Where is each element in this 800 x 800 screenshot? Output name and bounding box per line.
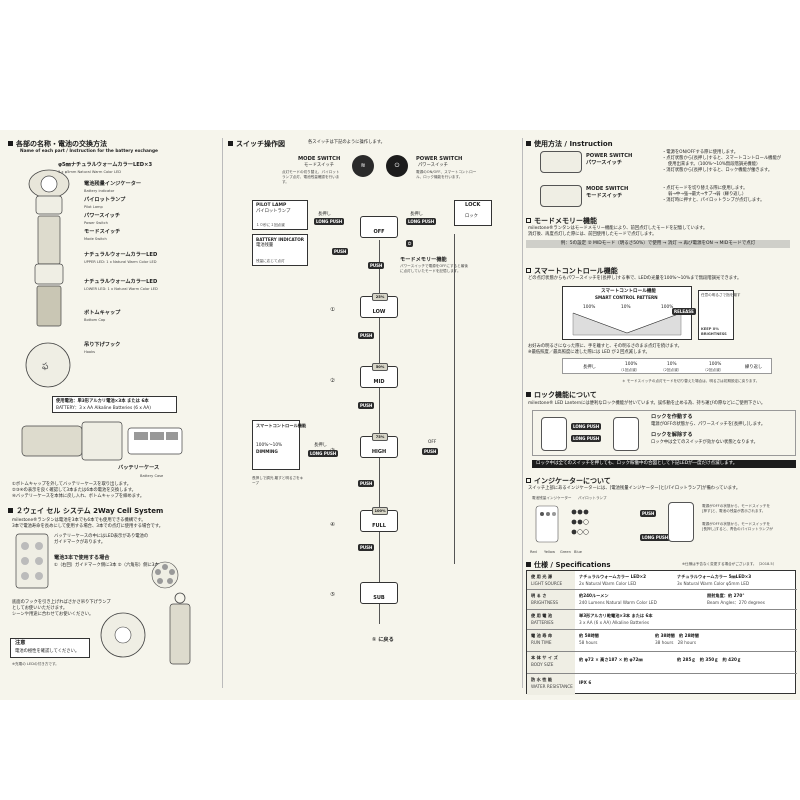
- power-switch-heading: POWER SWITCH: [586, 153, 633, 159]
- power-switch-title: POWER SWITCH: [416, 156, 463, 162]
- parts-section-subtitle: Name of each part / Instruction for the …: [20, 149, 158, 154]
- mode-switch-illustration: [540, 185, 582, 207]
- hexagon-guide-icon: [151, 561, 179, 589]
- indicator-title: インジケーターについて: [526, 476, 611, 486]
- battery-step: ②③④の表示を良く確認して3本または6本の電池を交換します。: [12, 488, 136, 493]
- lantern-indicator-illustration: [668, 502, 694, 542]
- usage-title: 使用方法 / Instruction: [526, 139, 613, 149]
- push-vertical-label: PUSH: [368, 262, 385, 269]
- switch-diagram-column: スイッチ操作図 各スイッチは下記のように操作します。 MODE SWITCH モ…: [222, 130, 522, 700]
- push-label: PUSH: [358, 402, 375, 409]
- mode-mid: 50%MID: [360, 363, 398, 388]
- mode-full: 100%FULL: [360, 507, 398, 532]
- part-label: ナチュラルウォームカラーLED: [84, 252, 158, 258]
- mode-low: 25%LOW: [360, 293, 398, 318]
- memory-title: モードメモリー機能: [526, 216, 597, 226]
- part-label: モードスイッチ: [84, 229, 121, 235]
- smart-sequence: 長押し 100% （1回点滅） 10% （2回点滅） 100% （2回点滅） 繰…: [562, 358, 772, 374]
- mode-flow-line: [379, 240, 380, 624]
- pilot-lamp-box: PILOT LAMP パイロットランプ １０秒に１回点滅: [252, 200, 308, 230]
- lock-warning-bar: ロック中は全てのスイッチを押しても、ロック稼働中の合図として下記LEDが一度だけ…: [532, 460, 796, 468]
- hook-description: 底面のフックを引き上げればさかさ吊り下げランプ: [12, 600, 111, 605]
- usage-column: 使用方法 / Instruction POWER SWITCH パワースイッチ …: [522, 130, 800, 700]
- battery-guide-illustration: [15, 533, 49, 589]
- part-label: 吊り下げフック: [84, 342, 121, 348]
- twoway-title: ２ウェイ セル システム 2Way Cell System: [8, 506, 163, 516]
- push-power-label: ⏻: [406, 240, 414, 247]
- release-label: RELEASE: [672, 308, 696, 315]
- part-label: パワースイッチ: [84, 213, 121, 219]
- mode-switch-heading: MODE SWITCH: [586, 186, 629, 192]
- hanging-lantern-illustration: [169, 592, 191, 665]
- part-label: ナチュラルウォームカラーLED: [84, 279, 158, 285]
- mode-memory-title: モードメモリー機能: [400, 257, 447, 263]
- power-switch-illustration: [540, 151, 582, 173]
- mode-high: 75%HIGH: [360, 433, 398, 458]
- lantern-illustration: [28, 169, 70, 327]
- switch-section-title: スイッチ操作図: [228, 139, 285, 149]
- push-label: PUSH: [358, 544, 375, 551]
- hook-detail-illustration: [100, 612, 146, 658]
- battery-spec-box: 使用電池：単3形アルカリ電池×3本 または 6本 BATTERY：3 x AA …: [52, 396, 177, 413]
- lantern-unlock-illustration: [613, 417, 639, 451]
- parts-section-title: 各部の名称・電池の交換方法: [8, 139, 107, 149]
- push-label: PUSH: [358, 332, 375, 339]
- lantern-lock-illustration: [541, 417, 567, 451]
- keep-brightness-box: 任意の明るさで指を離す KEEP X% BRIGHTNESS: [698, 290, 741, 340]
- mode-switch-icon: ≋: [352, 155, 374, 177]
- long-push-dimming-label: LONG PUSH: [308, 450, 339, 457]
- column-divider: [522, 138, 523, 688]
- lock-title: ロック機能について: [526, 390, 597, 400]
- lock-box: LOCK ロック: [454, 200, 492, 226]
- part-label: ボトムキャップ: [84, 310, 121, 316]
- smart-pattern-graph: [572, 312, 682, 336]
- battery-indicator-box: BATTERY INDICATOR 電池残量 残量に応じて点灯: [252, 234, 308, 266]
- caution-box: 注意 電池の極性を確認してください。: [10, 638, 90, 658]
- mode-off: OFF: [360, 216, 398, 238]
- parts-column: 各部の名称・電池の交換方法 Name of each part / Instru…: [0, 130, 222, 700]
- smart-title: スマートコントロール機能: [526, 266, 618, 276]
- mode-switch-title: MODE SWITCH: [298, 156, 341, 162]
- long-push-label: LONG PUSH: [314, 218, 345, 225]
- long-push-lock-label: LONG PUSH: [406, 218, 437, 225]
- svg-text:ఫ: ఫ: [42, 362, 49, 372]
- battery-case-illustration: [21, 421, 183, 461]
- spec-title: 仕様 / Specifications: [526, 560, 611, 570]
- power-button-icon: ⏻: [386, 155, 408, 177]
- part-label: φ5㎜ナチュラルウォームカラーLED×3: [58, 162, 153, 168]
- battery-step: ④バッテリーケースを本体に戻し入れ、ボトムキャップを締めます。: [12, 494, 145, 499]
- column-divider: [222, 138, 223, 688]
- hook-illustration: ఫ: [25, 342, 71, 388]
- battery-step: ①ボトムキャップを外してバッテリーケースを取り出します。: [12, 482, 132, 487]
- off-return-line: [454, 234, 455, 564]
- push-off-label: PUSH: [422, 448, 439, 455]
- indicator-push: PUSH: [640, 510, 657, 517]
- part-label: パイロットランプ: [84, 197, 126, 203]
- indicator-long-push: LONG PUSH: [640, 534, 671, 541]
- spec-table: 使 用 光 源 LIGHT SOURCE ナチュラルウォームカラー LED×2 …: [526, 570, 797, 695]
- lock-panel: LONG PUSH LONG PUSH ロックを作動する 電源がOFFの状態から…: [532, 410, 796, 456]
- push-label: PUSH: [332, 248, 349, 255]
- memory-example-bar: 例：5の設定 ② MIDモード（明るさ50%）で使用 → 消灯 → 再び電源をO…: [526, 240, 790, 248]
- indicator-illustration: [535, 505, 589, 543]
- push-label: PUSH: [358, 480, 375, 487]
- smart-control-box: スマートコントロール機能 100%〜10% DIMMING: [252, 420, 306, 470]
- part-label: 電池残量インジケーター: [84, 181, 142, 187]
- battery-case-label: バッテリーケース: [118, 465, 160, 471]
- long-push-lock: LONG PUSH: [571, 423, 602, 430]
- manual-sheet: 各部の名称・電池の交換方法 Name of each part / Instru…: [0, 130, 800, 700]
- mode-sub: SUB: [360, 582, 398, 604]
- back-to-one: ① に戻る: [372, 637, 394, 643]
- long-push-unlock: LONG PUSH: [571, 435, 602, 442]
